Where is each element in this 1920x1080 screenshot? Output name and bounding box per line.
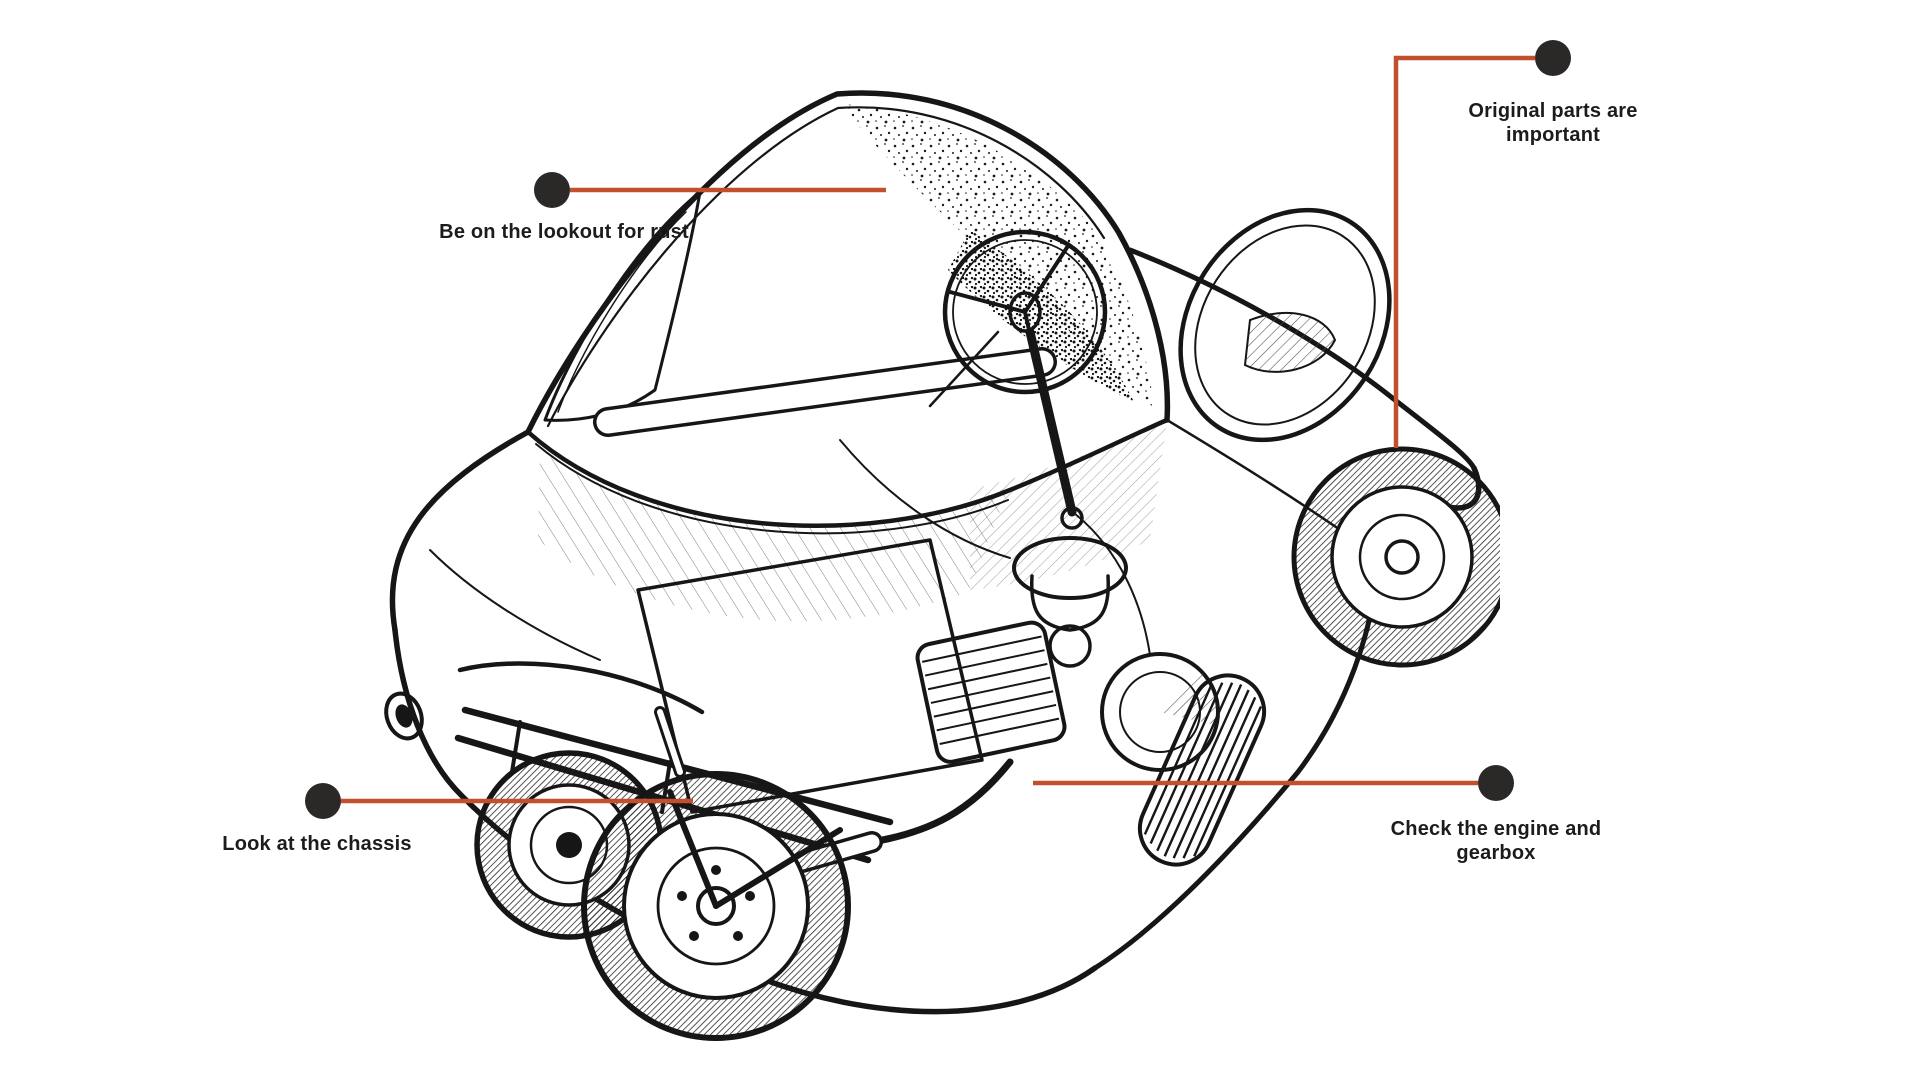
callout-label-line: Look at the chassis — [222, 833, 412, 855]
callout-label-chassis: Look at the chassis — [117, 832, 517, 856]
callout-label-rust: Be on the lookout for rust — [364, 220, 764, 244]
callout-dot-original-parts — [1535, 40, 1571, 76]
callout-label-engine-gearbox: Check the engine and gearbox — [1296, 817, 1696, 865]
callout-label-line: gearbox — [1456, 842, 1536, 864]
callout-label-original-parts: Original parts are important — [1393, 99, 1713, 147]
callout-label-line: Be on the lookout for rust — [439, 221, 689, 243]
callout-label-line: important — [1505, 124, 1601, 146]
callout-label-line: Original parts are — [1468, 100, 1638, 122]
callout-dot-chassis — [305, 783, 341, 819]
callout-label-line: Check the engine and — [1390, 818, 1602, 840]
car-cutaway-illustration — [384, 90, 1500, 1041]
